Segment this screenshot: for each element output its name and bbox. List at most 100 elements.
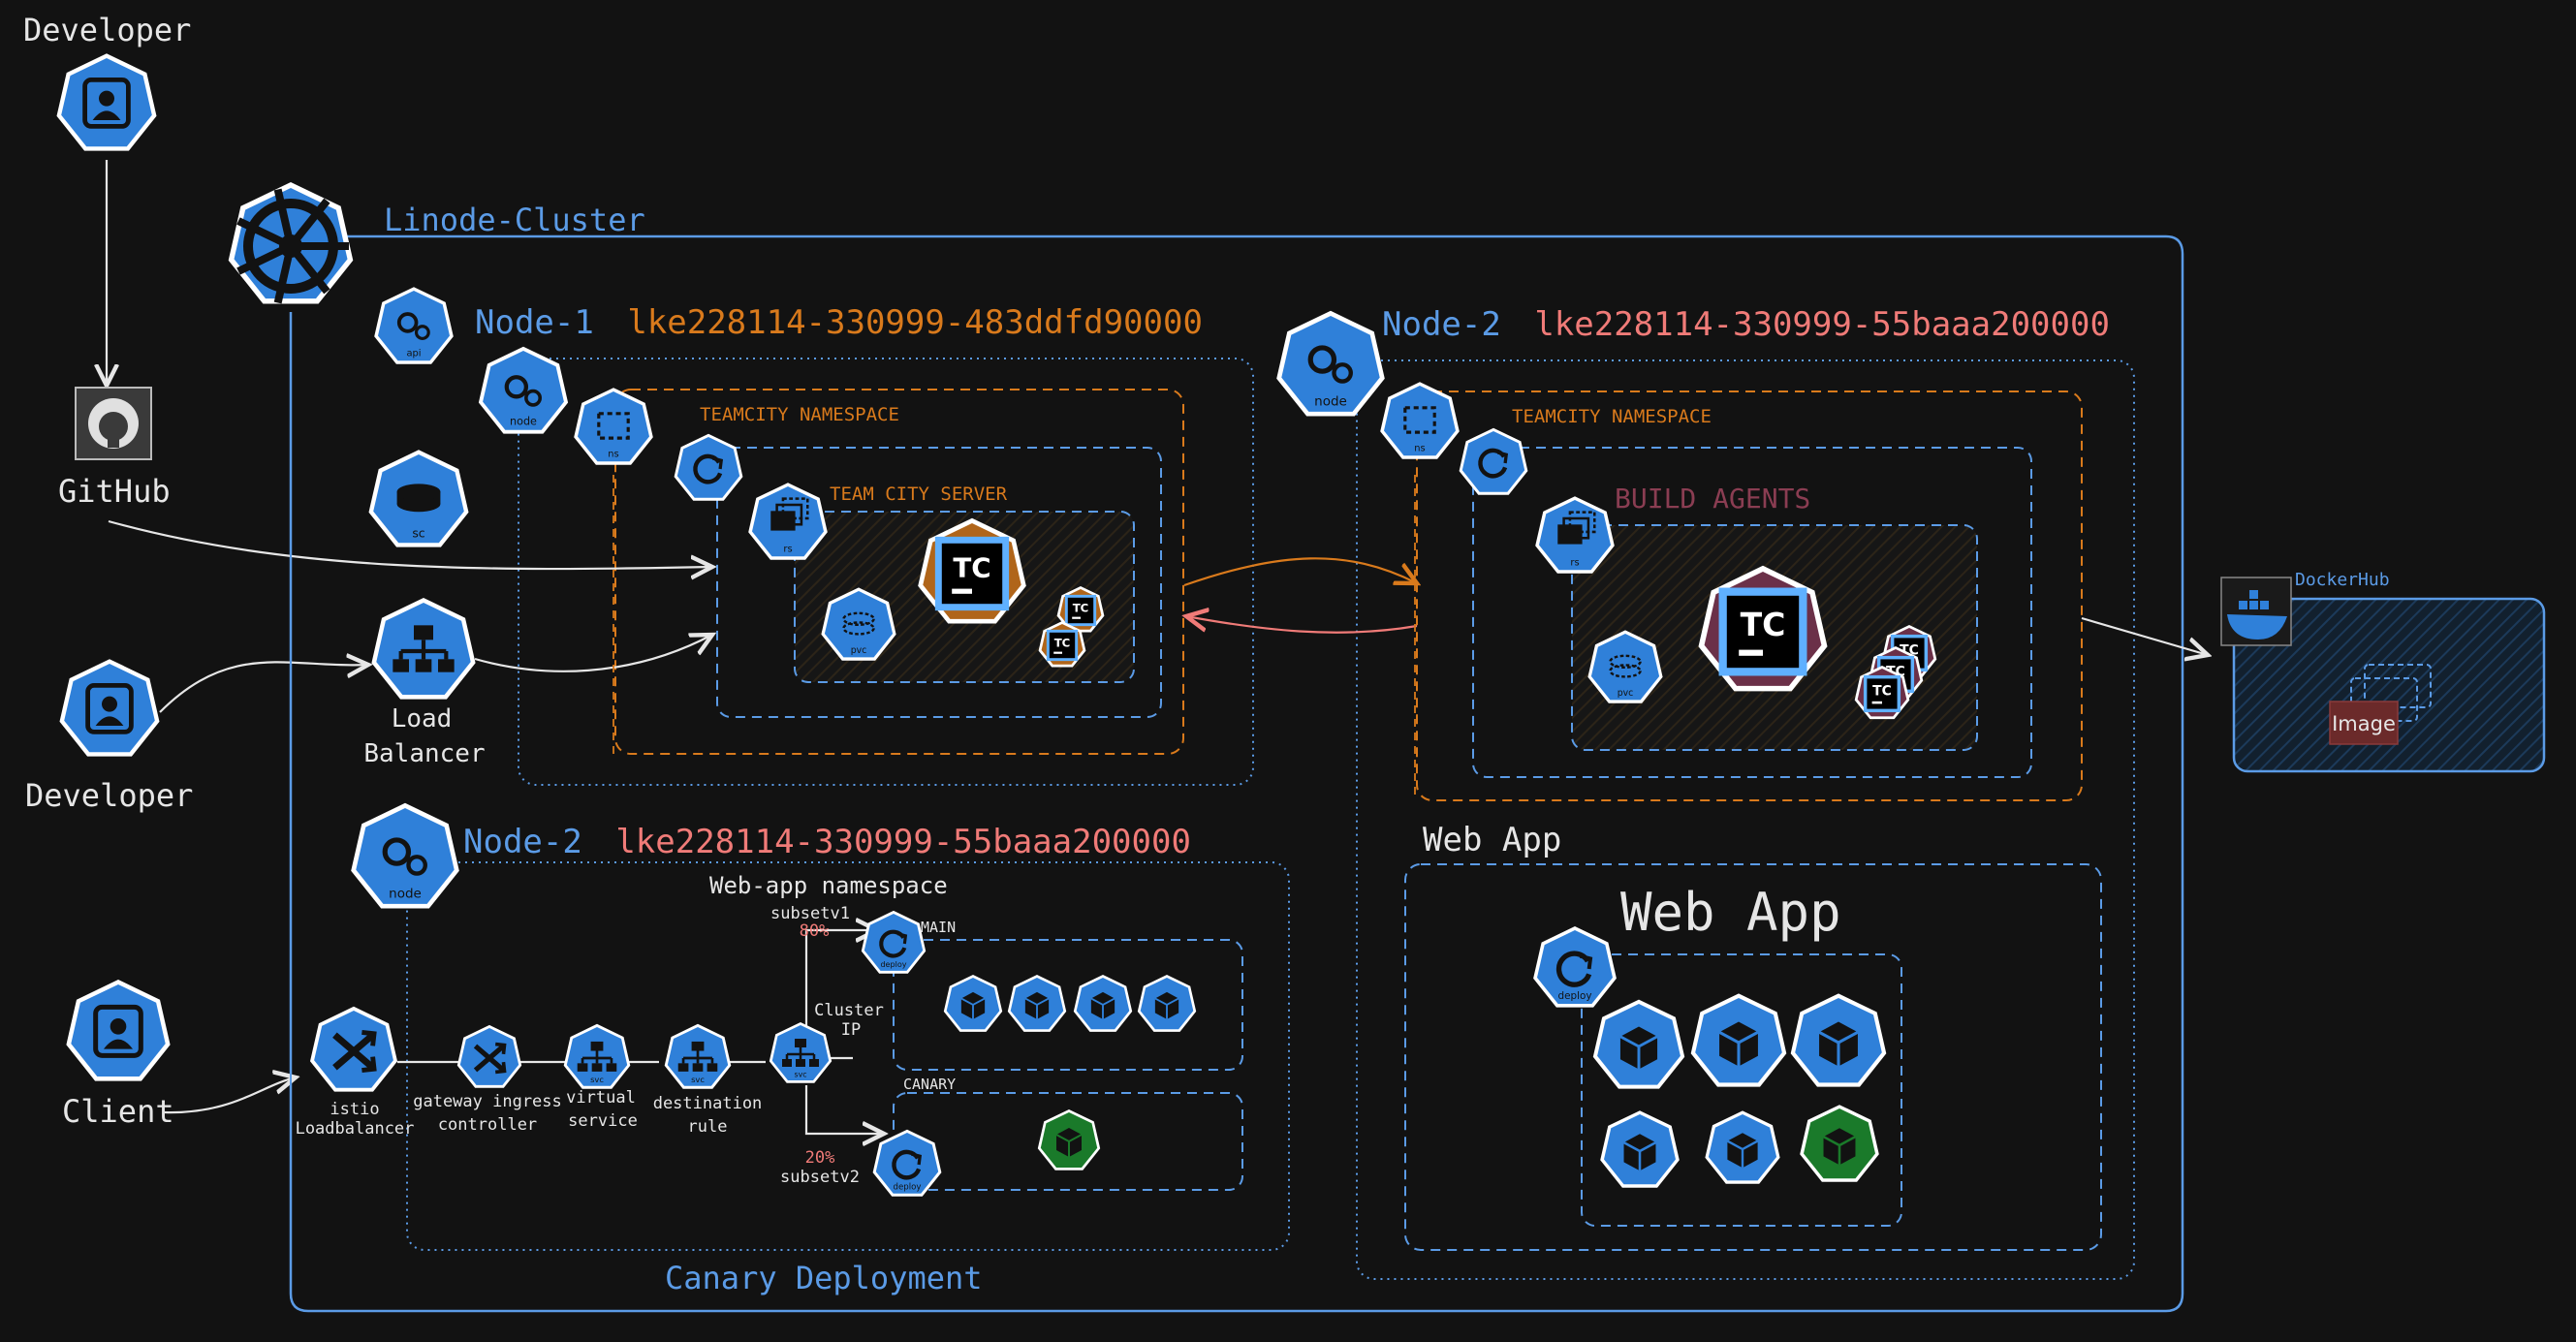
cluster-title: Linode-Cluster — [384, 202, 645, 238]
webapp-pod-4 — [1600, 1110, 1680, 1188]
load-balancer-label-1: Load — [392, 704, 453, 733]
image-stack-back — [2364, 664, 2432, 708]
load-balancer-icon — [371, 598, 476, 700]
linode-cluster-frame — [289, 234, 2184, 1313]
image-box — [2329, 701, 2399, 745]
node1-namespace-label: TEAMCITY NAMESPACE — [700, 404, 899, 425]
build-agent-icon: TC — [1698, 565, 1828, 692]
github-icon — [75, 387, 152, 460]
svg-text:TC: TC — [1073, 601, 1089, 614]
node2-bottom-node-icon: node — [351, 802, 459, 909]
docker-icon — [2220, 577, 2292, 646]
client-label: Client — [62, 1093, 174, 1130]
svg-text:TC: TC — [1054, 636, 1071, 649]
node2-inner-frame — [1472, 447, 2032, 778]
developer-top-label: Developer — [23, 12, 191, 48]
svg-text:rs: rs — [783, 545, 792, 555]
node2-top-id: lke228114-330999-55baaa200000 — [1534, 305, 2110, 344]
load-balancer-label-2: Balancer — [363, 739, 485, 768]
cluster-ip-label-2: IP — [841, 1020, 861, 1040]
svg-text:TC: TC — [1872, 684, 1892, 700]
developer-mid-icon — [59, 659, 160, 757]
webapp-pods-frame — [1581, 953, 1902, 1227]
main-label: MAIN — [921, 919, 956, 936]
virtual-service-label-1: virtual — [566, 1088, 636, 1108]
webapp-pod-canary — [1800, 1105, 1879, 1182]
subset2-pct: 20% — [805, 1148, 835, 1168]
canary-pod — [1037, 1109, 1101, 1170]
node1-deploy-icon — [674, 433, 743, 501]
svg-text:svc: svc — [795, 1070, 807, 1078]
gateway-ingress-icon — [456, 1024, 522, 1088]
teamcity-server-mini-1: TC — [1056, 586, 1105, 633]
teamcity-server-mini-2: TC — [1038, 621, 1086, 668]
svg-text:TC: TC — [953, 551, 990, 583]
node2-namespace-label: TEAMCITY NAMESPACE — [1512, 406, 1712, 427]
svg-text:ns: ns — [1414, 444, 1425, 454]
node1-teamcity-namespace — [614, 389, 1184, 755]
webapp-pod-3 — [1790, 993, 1887, 1087]
node2-top-prefix: Node-2 — [1382, 305, 1501, 344]
svg-text:api: api — [406, 349, 421, 359]
webapp-pod-5 — [1705, 1110, 1780, 1184]
virtual-service-label-2: service — [568, 1111, 638, 1131]
svg-text:deploy: deploy — [880, 960, 906, 969]
svg-text:sc: sc — [412, 525, 424, 540]
build-agents-label: BUILD AGENTS — [1615, 483, 1810, 515]
node2-deploy-icon — [1459, 427, 1528, 495]
istio-loadbalancer-icon — [310, 1006, 397, 1092]
main-deploy-icon: deploy — [861, 910, 927, 974]
webapp-pod-1 — [1592, 999, 1685, 1089]
svg-text:svc: svc — [691, 1075, 705, 1084]
svg-text:Node-2 lke228114-330999-55: Node-2 lke228114-330999-55baaa200000 — [463, 823, 1191, 861]
node2-ns-icon: ns — [1380, 382, 1460, 459]
canary-deployment-caption: Canary Deployment — [665, 1260, 983, 1296]
node1-inner-frame — [716, 447, 1162, 718]
developer-top-icon — [56, 53, 157, 151]
destination-rule-label-2: rule — [688, 1117, 728, 1137]
canary-deploy-icon: deploy — [872, 1129, 942, 1197]
svg-text:node: node — [1314, 394, 1347, 410]
sc-icon: sc — [368, 450, 469, 547]
webapp-frame — [1404, 863, 2102, 1251]
svg-text:deploy: deploy — [894, 1183, 922, 1193]
node2-bottom-id: lke228114-330999-55baaa200000 — [615, 823, 1191, 861]
svg-text:svc: svc — [590, 1075, 604, 1084]
dockerhub-frame — [2232, 597, 2546, 773]
gateway-label-2: controller — [438, 1115, 537, 1135]
teamcity-server-label: TEAM CITY SERVER — [830, 484, 1008, 505]
api-icon: api — [374, 287, 454, 364]
build-agent-mini-3: TC — [1854, 666, 1910, 720]
main-pod-4 — [1137, 975, 1197, 1032]
developer-mid-label: Developer — [25, 777, 193, 814]
svg-text:rs: rs — [1570, 558, 1579, 569]
webapp-label: Web App — [1423, 821, 1561, 859]
node1-frame — [518, 358, 1254, 786]
node1-pvc-icon: pvc — [821, 587, 896, 661]
kubernetes-wheel-icon — [228, 182, 354, 304]
image-stack-mid — [2350, 677, 2418, 722]
istio-label-2: Loadbalancer — [296, 1119, 415, 1139]
svg-text:Node-2 lke228114-330999-55: Node-2 lke228114-330999-55baaa200000 — [1382, 305, 2110, 344]
image-label: Image — [2332, 712, 2396, 735]
webapp-namespace-label: Web-app namespace — [709, 872, 948, 899]
node1-node-icon: node — [478, 346, 569, 434]
cluster-ip-label-1: Cluster — [814, 1001, 884, 1020]
node1-id: lke228114-330999-483ddfd90000 — [627, 303, 1203, 342]
node2-rs-icon: rs — [1535, 496, 1615, 574]
main-pod-2 — [1007, 975, 1067, 1032]
node2-teamcity-namespace — [1416, 390, 2083, 801]
istio-label-1: istio — [330, 1100, 379, 1119]
node1-prefix: Node-1 — [475, 303, 594, 342]
connectors — [107, 160, 2208, 1298]
destination-rule-label-1: destination — [653, 1094, 763, 1113]
svg-text:Node-1 lke228114-330999-48: Node-1 lke228114-330999-483ddfd90000 — [475, 303, 1203, 342]
svg-text:ns: ns — [608, 450, 618, 460]
main-pods-frame — [893, 939, 1243, 1071]
main-pod-1 — [943, 975, 1003, 1032]
svg-text:TC: TC — [1741, 606, 1786, 643]
svg-text:node: node — [389, 887, 422, 902]
virtual-service-icon: svc — [563, 1023, 631, 1089]
webapp-title: Web App — [1620, 882, 1841, 943]
